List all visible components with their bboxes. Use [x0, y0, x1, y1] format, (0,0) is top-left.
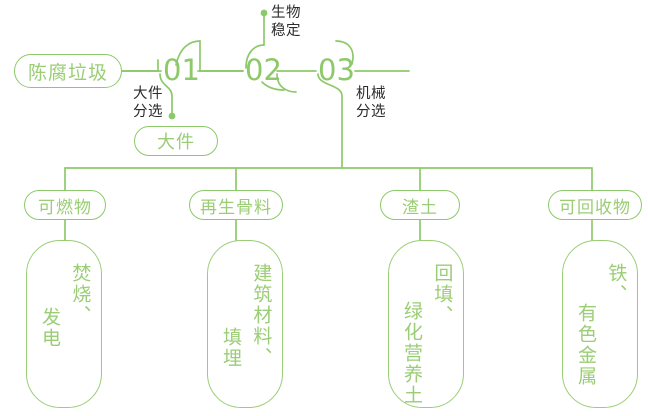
step-number-02[interactable]: 02: [245, 53, 282, 87]
step-number-01[interactable]: 01: [163, 53, 200, 87]
annotation-step-01-line1: 大件: [133, 86, 163, 102]
detail-recyclable-col-right: 铁、: [605, 263, 627, 305]
annotation-step-03: 机械 分选: [356, 86, 402, 121]
link-source-to-01: [121, 59, 159, 72]
detail-slag-col-left: 绿化营养土: [401, 301, 422, 406]
node-source[interactable]: 陈腐垃圾: [14, 54, 122, 88]
dot-bulky: [168, 112, 176, 120]
detail-combustible-col-right: 焚烧、: [69, 263, 91, 326]
detail-recyclable-col-left: 有色金属: [575, 303, 596, 387]
detail-slag-col-right: 回填、: [431, 263, 453, 326]
annotation-step-02: 生物 稳定: [271, 5, 317, 40]
node-output-aggregate-label: 再生骨料: [200, 197, 272, 217]
arc-03: [335, 40, 354, 65]
arc-02-left: [245, 44, 265, 69]
node-output-recyclable-label: 可回收物: [559, 197, 631, 217]
annotation-step-01-line2: 分选: [133, 103, 163, 120]
arc-01: [175, 40, 201, 66]
arc-02-right: [276, 73, 297, 93]
node-output-combustible-label: 可燃物: [38, 197, 92, 217]
link-02-bottom: [261, 81, 285, 91]
detail-box-slag[interactable]: 回填、 绿化营养土: [388, 240, 464, 408]
annotation-step-03-line1: 机械: [356, 86, 386, 102]
node-side-output[interactable]: 大件: [134, 126, 218, 156]
node-source-label: 陈腐垃圾: [27, 62, 108, 84]
detail-combustible-col-left: 发电: [39, 307, 60, 349]
dot-bio-stable: [260, 9, 268, 17]
annotation-step-02-line1: 生物: [271, 5, 301, 21]
detail-aggregate-col-right: 建筑材料、: [250, 263, 272, 368]
detail-aggregate-col-left: 填埋: [220, 327, 241, 369]
annotation-step-03-line2: 分选: [356, 103, 386, 120]
node-side-output-label: 大件: [157, 132, 195, 152]
node-output-combustible[interactable]: 可燃物: [24, 190, 106, 220]
link-01-to-bulky: [159, 73, 173, 116]
detail-box-recyclable[interactable]: 铁、 有色金属: [562, 240, 638, 408]
node-output-aggregate[interactable]: 再生骨料: [189, 190, 283, 220]
link-01-to-02: [199, 40, 244, 72]
detail-box-aggregate[interactable]: 建筑材料、 填埋: [207, 240, 283, 408]
link-03-to-bus: [317, 73, 343, 169]
annotation-step-01: 大件 分选: [125, 86, 171, 121]
node-output-slag[interactable]: 渣土: [380, 190, 460, 220]
annotation-step-02-line2: 稳定: [271, 22, 301, 39]
node-output-slag-label: 渣土: [402, 197, 438, 217]
node-output-recyclable[interactable]: 可回收物: [548, 190, 642, 220]
step-number-03[interactable]: 03: [318, 53, 355, 87]
detail-box-combustible[interactable]: 焚烧、 发电: [26, 240, 102, 408]
